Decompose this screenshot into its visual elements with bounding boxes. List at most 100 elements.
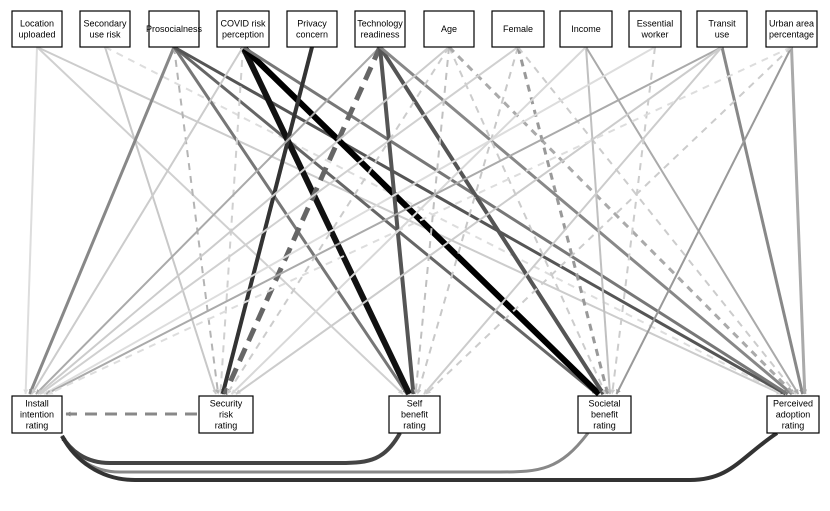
edge-tech-to-security bbox=[222, 45, 383, 396]
node-label: concern bbox=[296, 30, 328, 40]
edge-privacy-to-security bbox=[220, 46, 314, 395]
node-label: use bbox=[715, 30, 730, 40]
edge-selfben-to-install bbox=[60, 432, 402, 465]
node-label: rating bbox=[26, 421, 49, 431]
node-label: Technology bbox=[357, 19, 403, 29]
edge-prosocial-to-security bbox=[173, 46, 221, 395]
edge-perceived-to-install bbox=[60, 431, 779, 482]
node-box bbox=[388, 395, 441, 434]
node-label: Location bbox=[20, 19, 54, 29]
node-box bbox=[559, 10, 613, 48]
edge-income-to-security bbox=[230, 46, 587, 395]
node-label: use risk bbox=[89, 30, 121, 40]
edge-covid-to-install bbox=[30, 46, 244, 395]
node-label: benefit bbox=[591, 410, 619, 420]
node-label: uploaded bbox=[18, 30, 55, 40]
node-label: Female bbox=[503, 24, 533, 34]
node-label: Secondary bbox=[83, 19, 127, 29]
node-label: Privacy bbox=[297, 19, 327, 29]
node-box bbox=[354, 10, 406, 48]
node-label: rating bbox=[403, 421, 426, 431]
node-prosocial: Prosocialness bbox=[146, 10, 203, 48]
edge-layer bbox=[23, 44, 808, 482]
edge-essential-to-societal bbox=[610, 46, 656, 395]
edge-urban-to-societal bbox=[615, 46, 793, 395]
node-label: adoption bbox=[776, 410, 811, 420]
edge-age-to-selfben bbox=[413, 46, 450, 395]
edge-prosocial-to-install bbox=[28, 46, 176, 395]
node-label: Societal bbox=[588, 399, 620, 409]
node-box bbox=[423, 10, 475, 48]
node-label: Essential bbox=[637, 19, 674, 29]
node-income: Income bbox=[559, 10, 613, 48]
node-label: perception bbox=[222, 30, 264, 40]
edge-covid-to-perceived bbox=[242, 45, 789, 396]
edge-tech-to-selfben bbox=[378, 46, 416, 395]
node-box bbox=[286, 10, 338, 48]
node-box bbox=[766, 395, 820, 434]
edge-societal-to-install bbox=[60, 432, 590, 474]
edge-tech-to-perceived bbox=[379, 45, 793, 396]
edge-urban-to-selfben bbox=[425, 46, 793, 395]
edge-transit-to-perceived bbox=[720, 46, 805, 395]
edge-female-to-install bbox=[39, 46, 519, 395]
node-label: rating bbox=[782, 421, 805, 431]
node-box bbox=[577, 395, 632, 434]
edge-urban-to-install bbox=[47, 46, 792, 395]
node-label: Prosocialness bbox=[146, 24, 203, 34]
edge-urban-to-perceived bbox=[790, 46, 808, 395]
node-label: Install bbox=[25, 399, 49, 409]
node-label: Urban area bbox=[769, 19, 814, 29]
edge-income-to-perceived bbox=[585, 46, 800, 395]
edge-location-to-install bbox=[23, 46, 38, 395]
edge-age-to-societal bbox=[448, 46, 607, 395]
node-box bbox=[491, 10, 545, 48]
node-label: Age bbox=[441, 24, 457, 34]
edge-secondary-to-security bbox=[104, 46, 217, 395]
edge-tech-to-install bbox=[35, 46, 381, 395]
node-box bbox=[11, 395, 63, 434]
node-box bbox=[148, 10, 200, 48]
node-box bbox=[79, 10, 131, 48]
node-label: Perceived bbox=[773, 399, 813, 409]
node-label: Income bbox=[571, 24, 601, 34]
node-label: Self bbox=[407, 399, 423, 409]
edge-prosocial-to-selfben bbox=[172, 46, 409, 395]
node-label: rating bbox=[593, 421, 616, 431]
edge-tech-to-societal bbox=[378, 45, 606, 396]
node-box bbox=[198, 395, 254, 434]
edge-essential-to-install bbox=[43, 46, 656, 395]
edge-age-to-perceived bbox=[447, 45, 796, 396]
node-label: percentage bbox=[769, 30, 814, 40]
node-box bbox=[628, 10, 682, 48]
edge-transit-to-install bbox=[45, 46, 723, 395]
node-label: Transit bbox=[708, 19, 736, 29]
edge-age-to-install bbox=[37, 46, 450, 395]
edge-covid-to-security bbox=[218, 46, 244, 395]
edge-transit-to-selfben bbox=[423, 46, 723, 395]
node-label: rating bbox=[215, 421, 238, 431]
edge-covid-to-selfben bbox=[240, 45, 412, 396]
node-box bbox=[696, 10, 748, 48]
node-label: Security bbox=[210, 399, 243, 409]
node-box bbox=[765, 10, 818, 48]
node-box bbox=[216, 10, 270, 48]
node-box bbox=[11, 10, 63, 48]
edge-income-to-societal bbox=[585, 46, 613, 395]
edge-female-to-perceived bbox=[517, 46, 798, 395]
edge-location-to-selfben bbox=[36, 46, 404, 395]
